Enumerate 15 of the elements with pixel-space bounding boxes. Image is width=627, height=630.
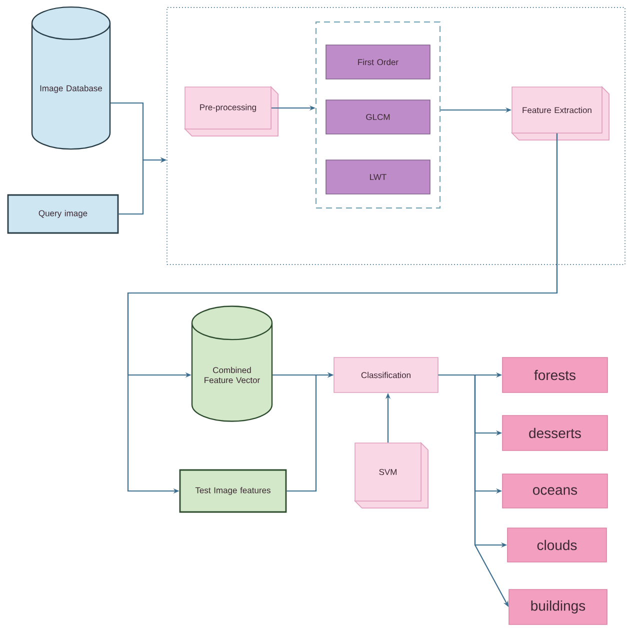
database-cylinder: Combined Feature Vector <box>191 306 273 422</box>
class-box: buildings <box>508 589 608 625</box>
process-box: Classification <box>334 357 438 393</box>
method-box: GLCM <box>326 100 430 134</box>
group-frame <box>166 7 626 265</box>
class-box: clouds <box>507 528 607 562</box>
class-box: oceans <box>502 474 608 508</box>
class-box: desserts <box>502 415 608 451</box>
group-box <box>316 22 440 208</box>
process-box: Query image <box>7 194 119 234</box>
method-box: LWT <box>326 160 430 194</box>
database-cylinder: Image Database <box>31 6 111 150</box>
class-box: forests <box>502 357 608 393</box>
process-box: Test Image features <box>179 469 287 513</box>
method-box: First Order <box>326 44 430 80</box>
